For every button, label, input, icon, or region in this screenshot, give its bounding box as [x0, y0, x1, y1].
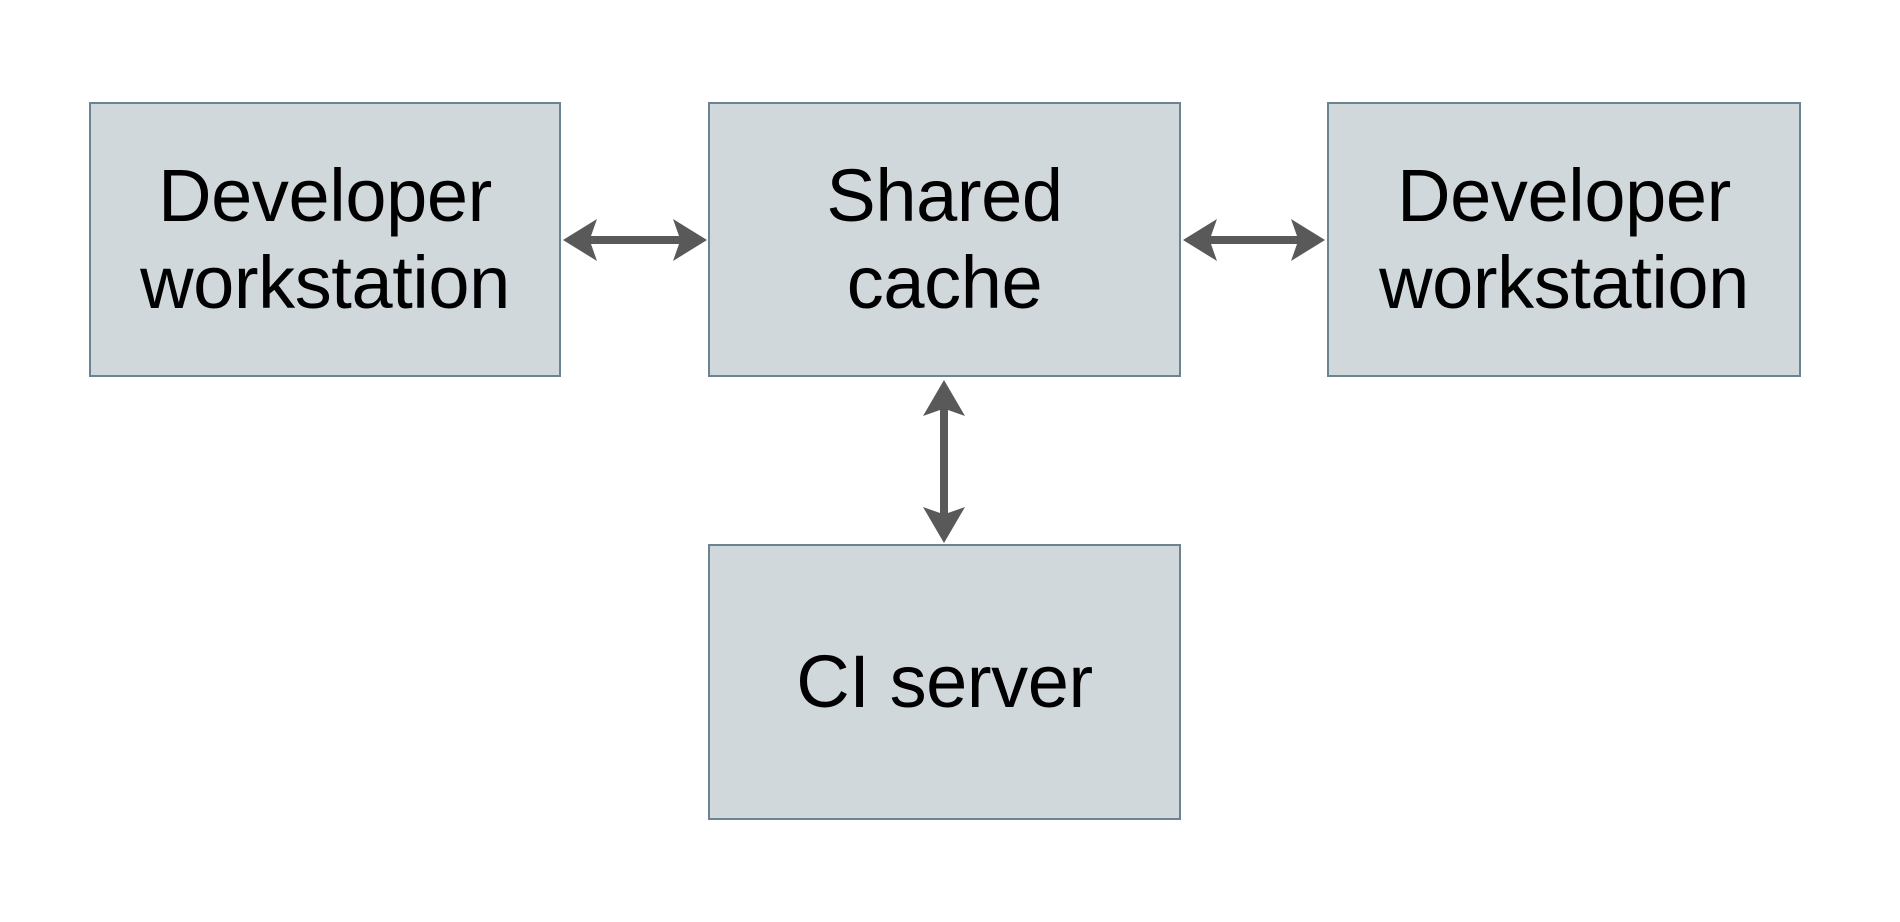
- edge-cache-to-right-workstation[interactable]: [1181, 209, 1327, 271]
- node-developer-workstation-left[interactable]: Developer workstation: [89, 102, 561, 377]
- node-label: CI server: [796, 639, 1093, 723]
- double-arrow-vertical-icon: [923, 380, 965, 543]
- node-label: Developer workstation: [140, 153, 510, 324]
- node-ci-server[interactable]: CI server: [708, 544, 1181, 820]
- node-developer-workstation-right[interactable]: Developer workstation: [1327, 102, 1801, 377]
- node-label: Shared cache: [826, 153, 1063, 324]
- node-shared-cache[interactable]: Shared cache: [708, 102, 1181, 377]
- node-label: Developer workstation: [1379, 153, 1749, 324]
- double-arrow-horizontal-icon: [1183, 219, 1325, 261]
- edge-ci-server-to-cache[interactable]: [913, 378, 975, 545]
- double-arrow-horizontal-icon: [563, 219, 707, 261]
- edge-left-workstation-to-cache[interactable]: [561, 209, 709, 271]
